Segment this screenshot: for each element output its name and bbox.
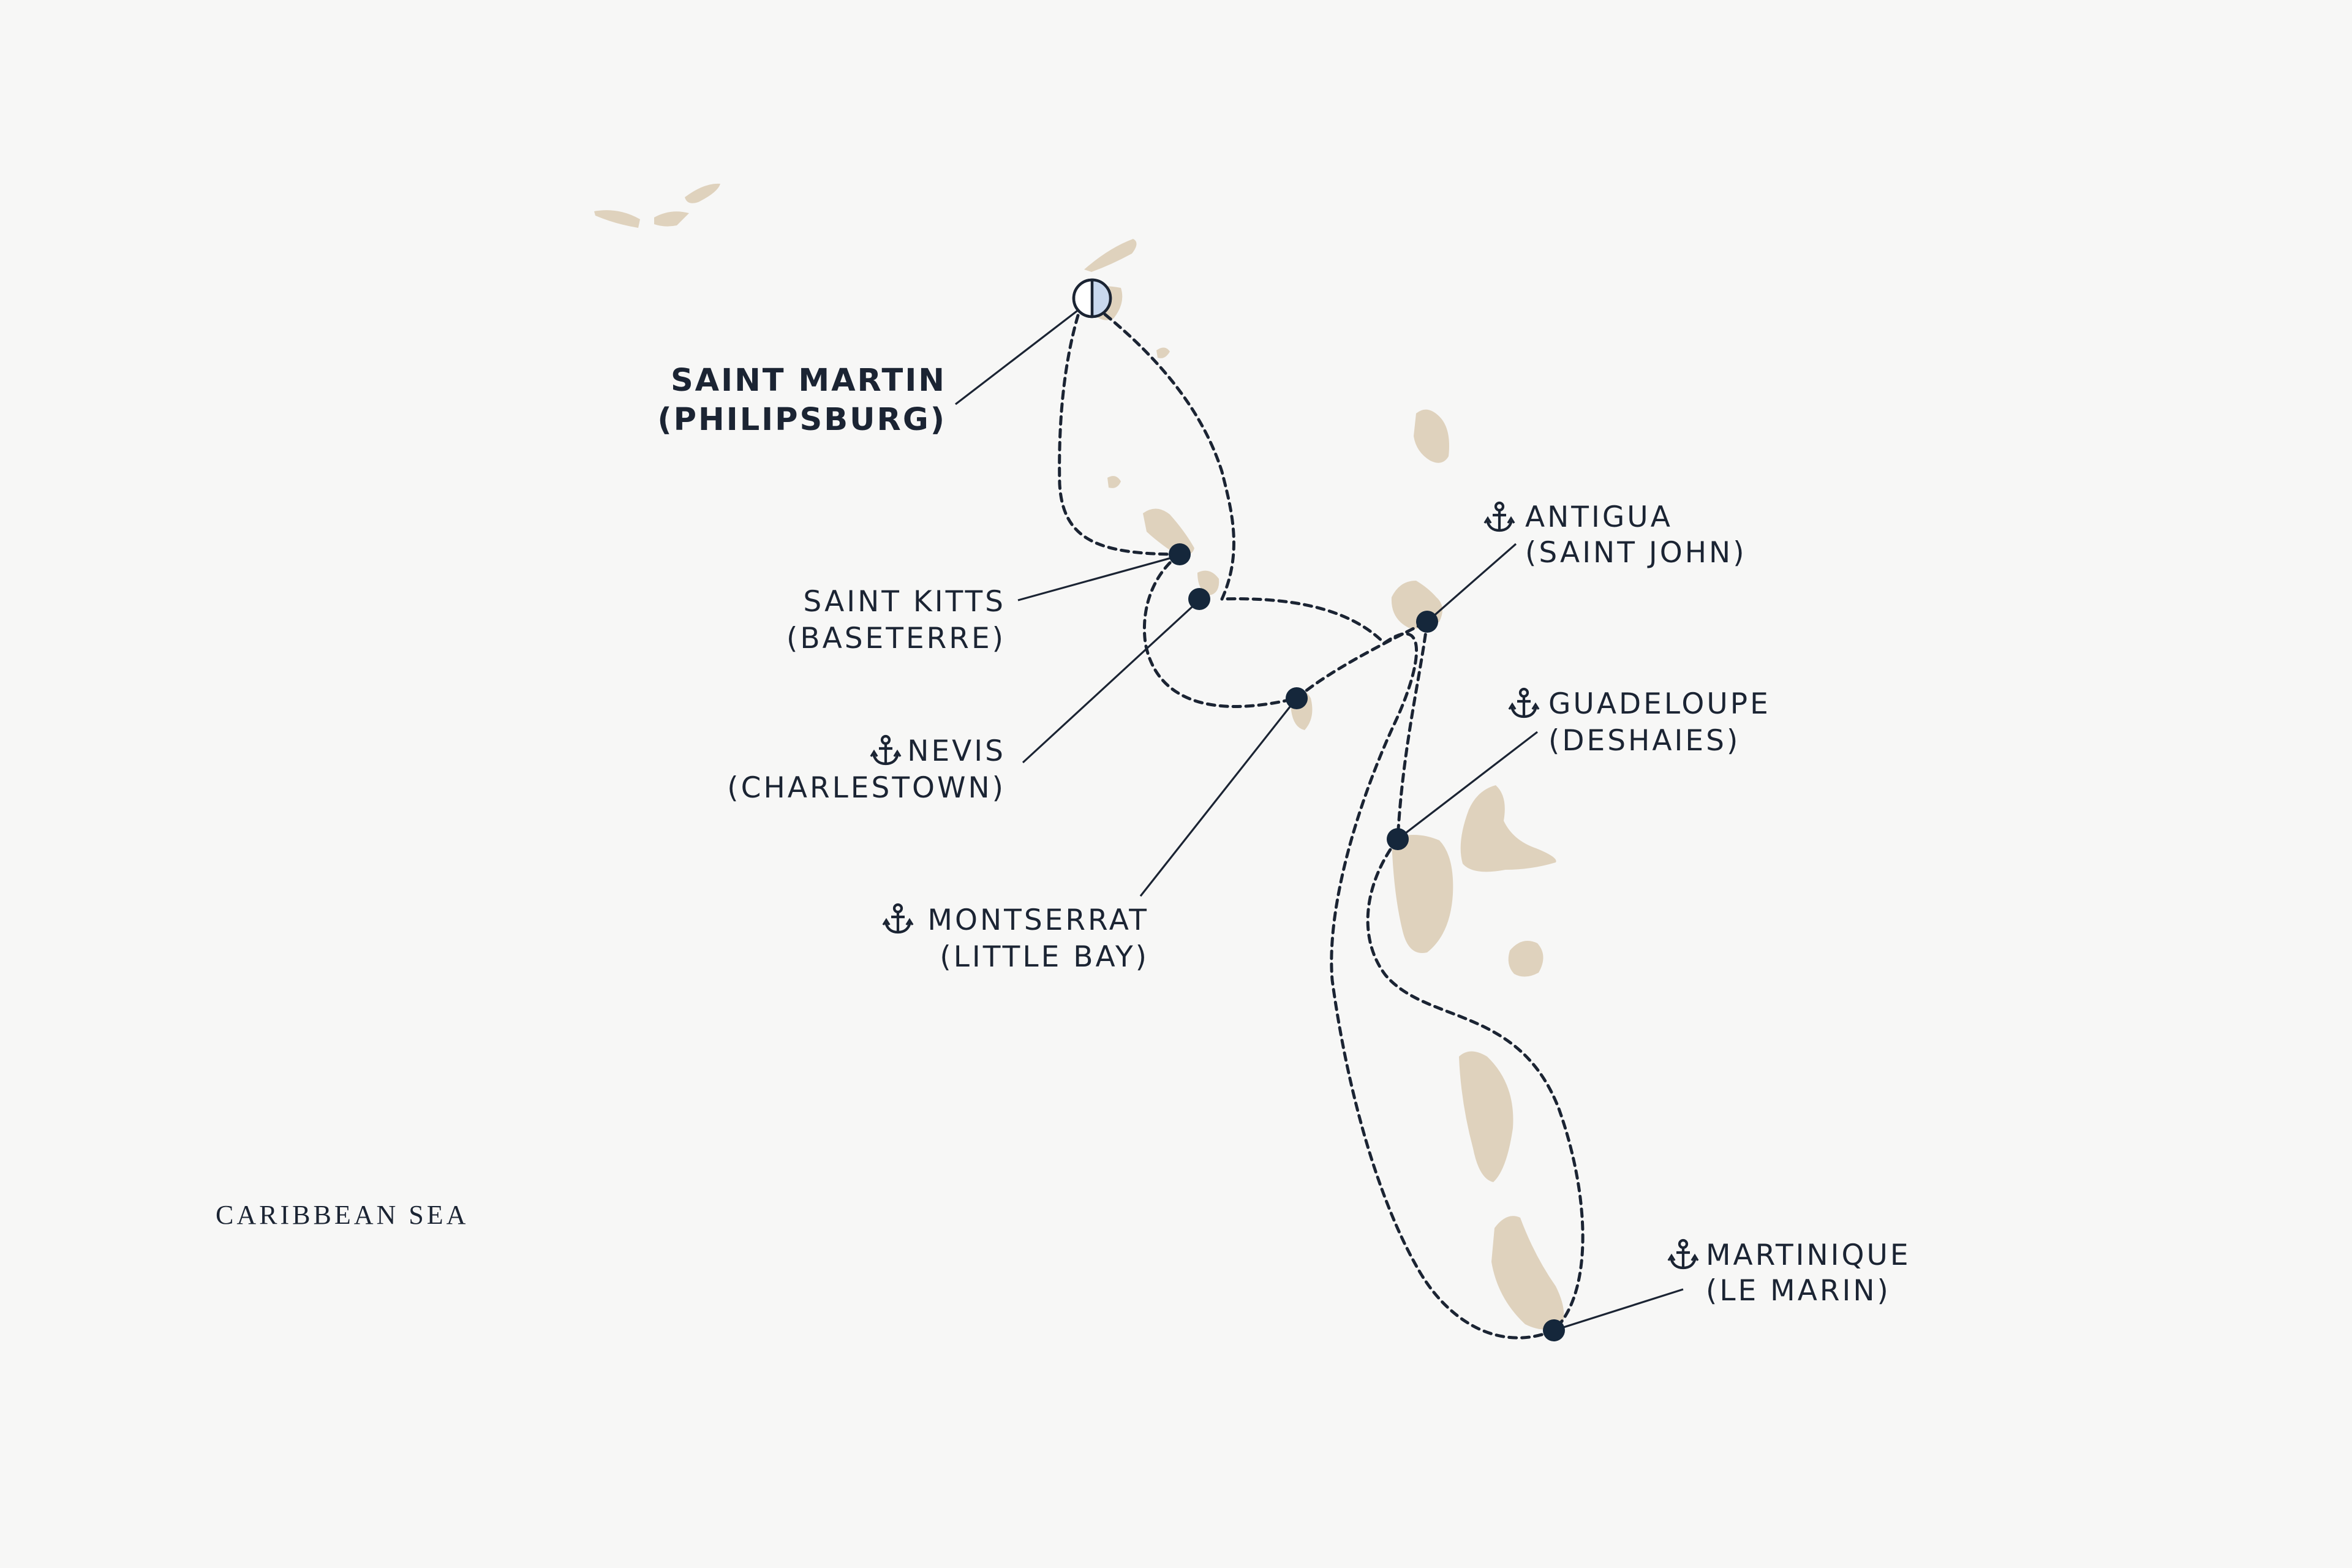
- port-subname-guadeloupe: (DESHAIES): [1548, 724, 1740, 758]
- leader-guadeloupe: [1397, 731, 1538, 840]
- start-end-marker-icon[interactable]: [1072, 278, 1112, 318]
- port-dot-antigua[interactable]: [1416, 611, 1438, 633]
- sea-label: CARIBBEAN SEA: [216, 1200, 469, 1230]
- port-subname-nevis: (CHARLESTOWN): [727, 771, 1006, 805]
- leader-lines: [955, 308, 1684, 1332]
- leader-nevis: [1022, 599, 1200, 764]
- cruise-route: [1058, 311, 1585, 1340]
- port-name-nevis: NEVIS: [907, 734, 1006, 768]
- anchor-icon: [1485, 503, 1514, 530]
- port-name-antigua: ANTIGUA: [1525, 500, 1673, 534]
- island: [1459, 1051, 1513, 1182]
- port-dot-martinique[interactable]: [1543, 1319, 1565, 1341]
- island: [594, 210, 640, 228]
- island: [685, 183, 720, 203]
- island: [1107, 476, 1121, 488]
- port-dot-saint-kitts[interactable]: [1169, 543, 1191, 565]
- route-segment: [1220, 597, 1556, 1340]
- port-name-montserrat: MONTSERRAT: [927, 903, 1149, 937]
- anchor-icon: [871, 736, 900, 764]
- island: [1084, 239, 1137, 272]
- leader-martinique: [1553, 1288, 1684, 1332]
- leader-antigua: [1426, 543, 1517, 623]
- leader-saint-martin: [955, 308, 1080, 405]
- port-name-saint-martin: SAINT MARTIN: [671, 363, 946, 399]
- route-segment: [1101, 311, 1235, 601]
- port-subname-saint-martin: (PHILIPSBURG): [657, 402, 946, 438]
- route-segment: [1396, 620, 1429, 841]
- port-subname-montserrat: (LITTLE BAY): [940, 940, 1149, 974]
- leader-montserrat: [1139, 698, 1298, 897]
- route-segment: [1295, 620, 1429, 700]
- port-markers: [1169, 543, 1565, 1341]
- port-name-guadeloupe: GUADELOUPE: [1548, 687, 1771, 721]
- island: [1156, 347, 1170, 358]
- anchor-icon: [1509, 689, 1539, 717]
- port-subname-martinique: (LE MARIN): [1706, 1274, 1891, 1308]
- island: [1508, 941, 1544, 977]
- island: [1460, 785, 1556, 872]
- route-segment: [1366, 837, 1585, 1332]
- island: [654, 211, 689, 227]
- port-name-martinique: MARTINIQUE: [1706, 1238, 1911, 1272]
- port-subname-saint-kitts: (BASETERRE): [786, 622, 1006, 655]
- route-segment: [1058, 314, 1182, 556]
- port-dot-guadeloupe[interactable]: [1387, 828, 1409, 850]
- port-dot-nevis[interactable]: [1188, 588, 1210, 610]
- anchor-icon: [1668, 1240, 1698, 1268]
- island: [1414, 409, 1449, 463]
- port-subname-antigua: (SAINT JOHN): [1525, 536, 1747, 570]
- port-dot-montserrat[interactable]: [1286, 687, 1308, 709]
- port-labels: SAINT MARTIN (PHILIPSBURG) SAINT KITTS (…: [657, 363, 1911, 1308]
- route-segment: [1142, 552, 1298, 708]
- island: [1491, 1216, 1564, 1330]
- port-name-saint-kitts: SAINT KITTS: [803, 585, 1006, 619]
- anchor-icon: [883, 905, 913, 932]
- island: [1392, 834, 1453, 953]
- islands: [594, 183, 1564, 1330]
- leader-saint-kitts: [1017, 554, 1180, 601]
